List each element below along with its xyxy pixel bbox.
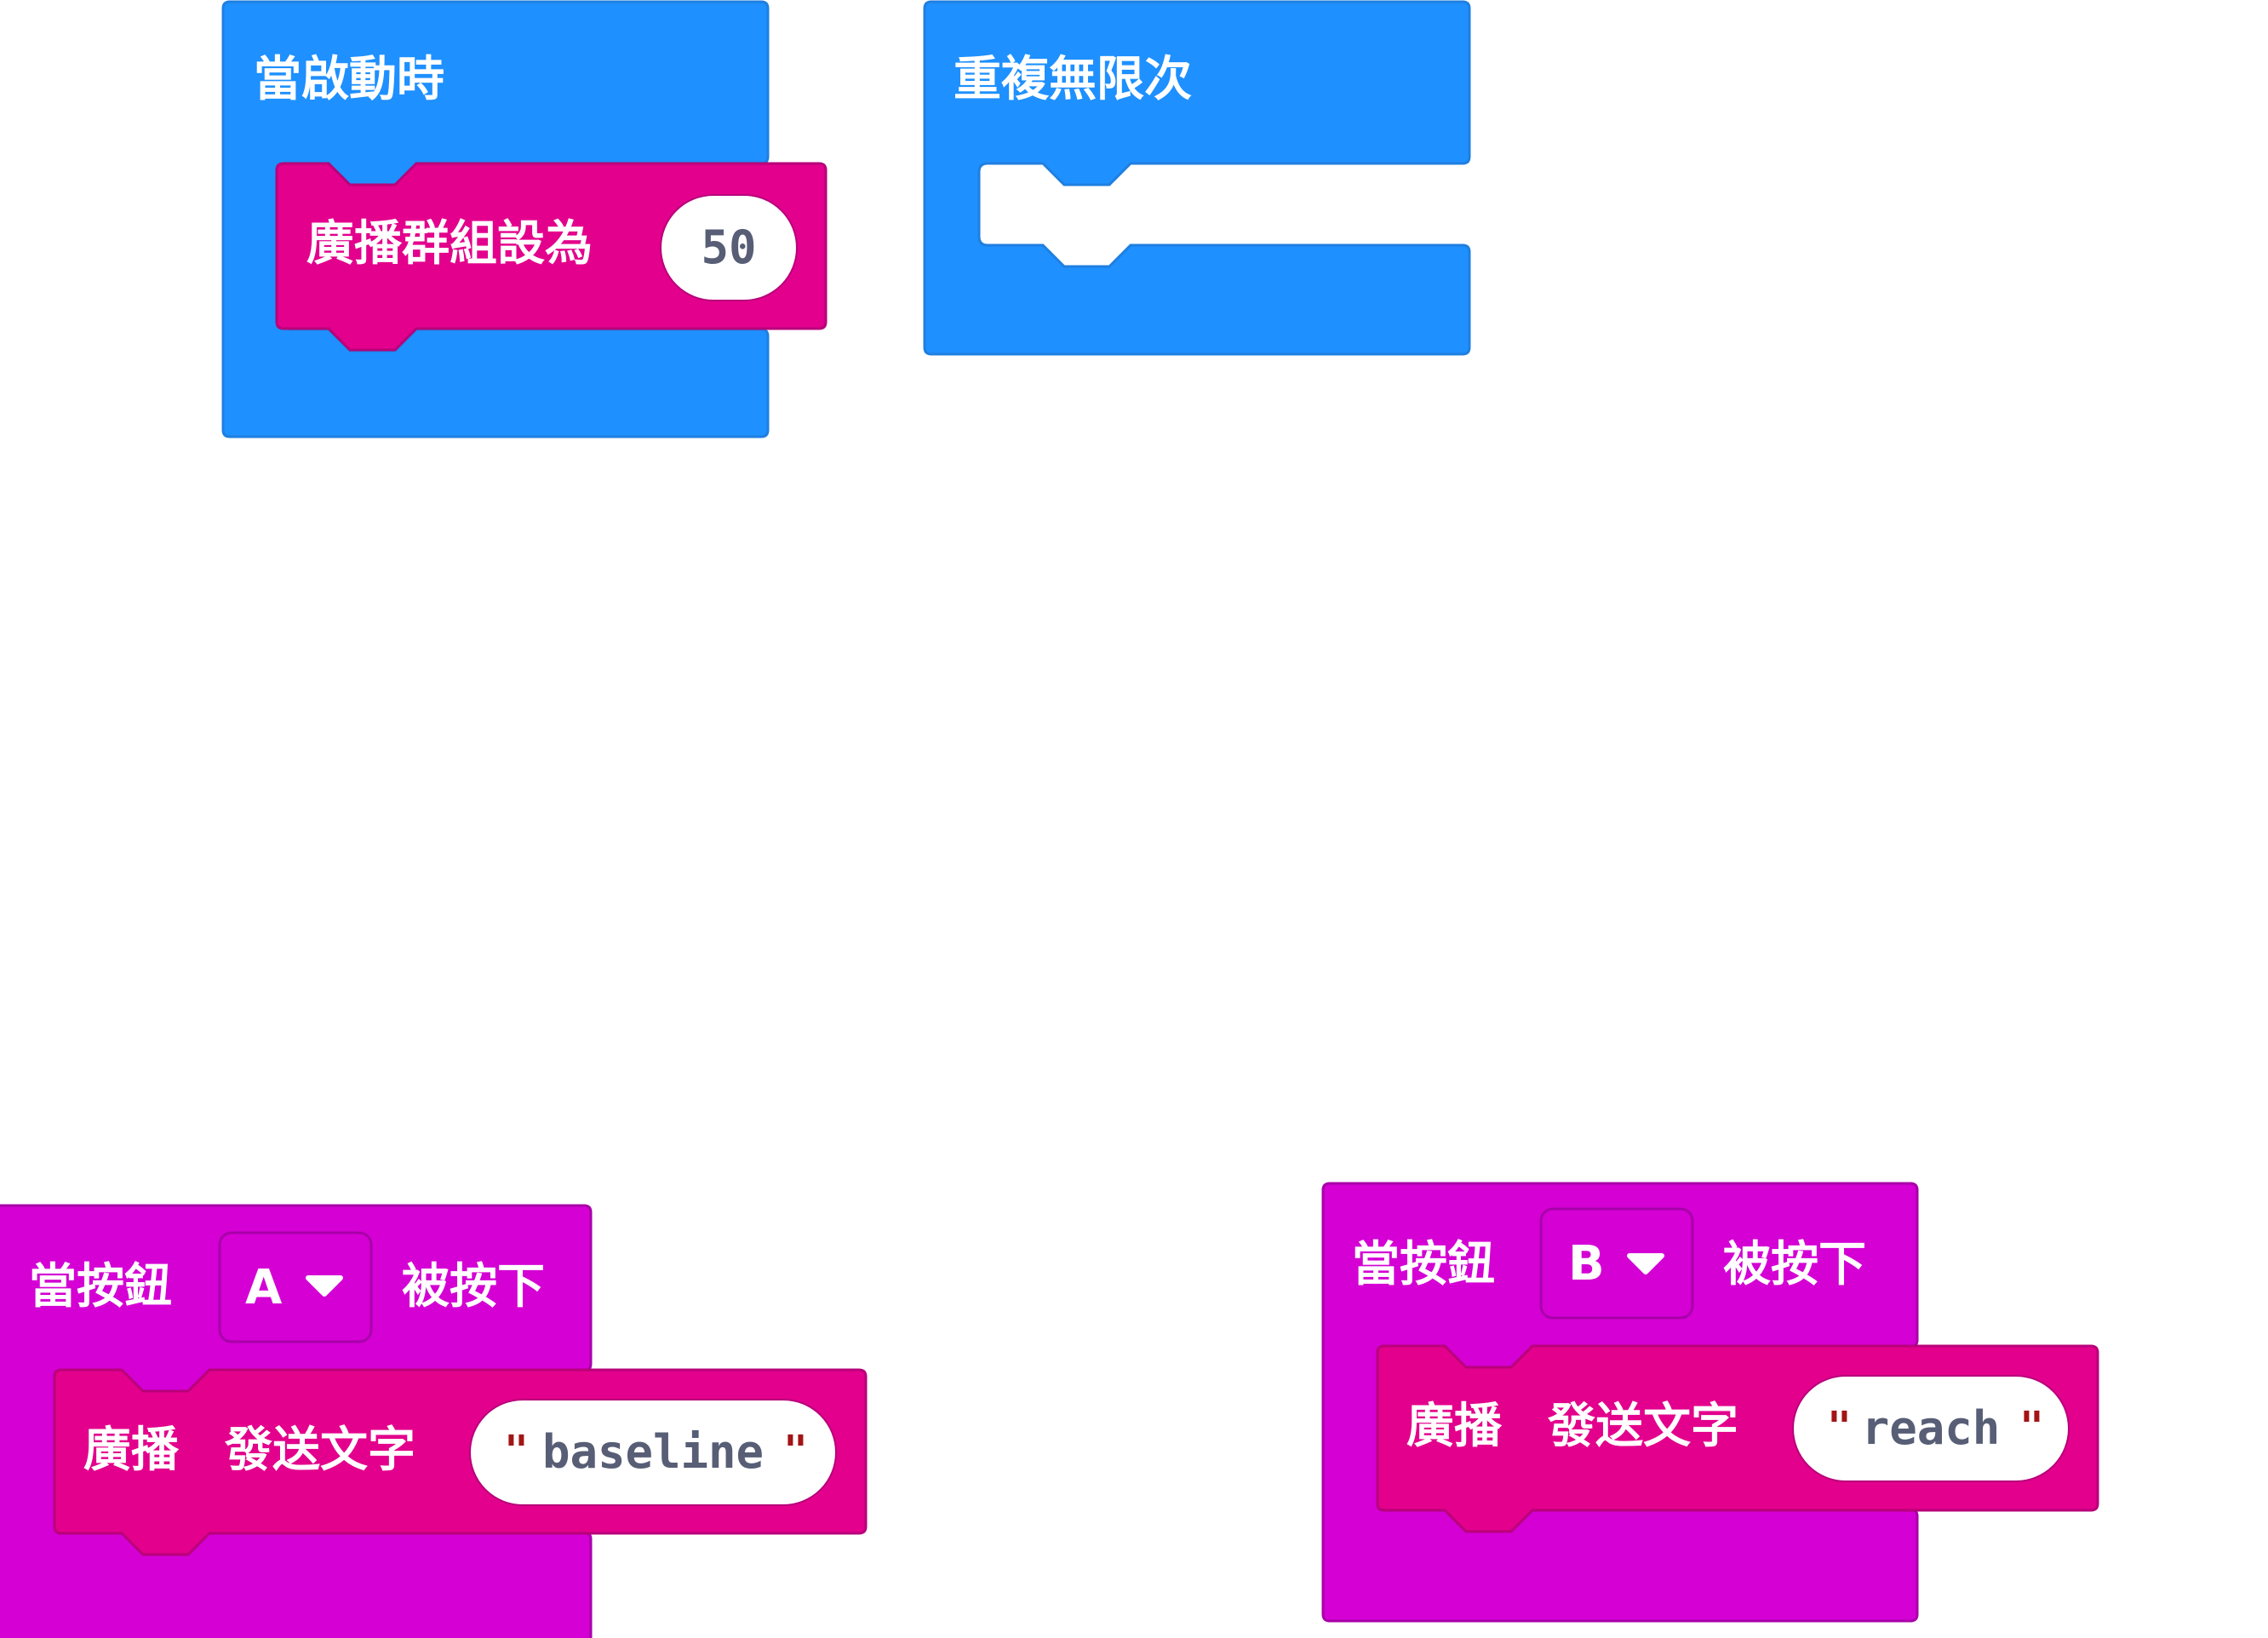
button-a-prefix-label: 當按鈕	[29, 1259, 172, 1314]
group-number-field[interactable]	[660, 194, 798, 301]
button-b-suffix-label: 被按下	[1723, 1237, 1866, 1292]
forever-block[interactable]: 重複無限次	[923, 0, 1471, 356]
radio-label: 廣播	[83, 1423, 180, 1478]
forever-block-shape[interactable]	[923, 0, 1471, 356]
forever-label: 重複無限次	[954, 52, 1192, 107]
button-a-dropdown[interactable]	[218, 1231, 373, 1343]
quote-open: "	[504, 1427, 529, 1475]
quote-open: "	[1827, 1403, 1852, 1451]
button-a-dropdown-value: A	[245, 1260, 283, 1315]
quote-close: "	[783, 1427, 808, 1475]
radio-set-group-label: 廣播群組設為	[306, 216, 593, 272]
string-field-baseline[interactable]	[469, 1399, 837, 1506]
radio-set-group-block[interactable]: 廣播群組設為 50	[275, 162, 828, 352]
button-b-dropdown-value: B	[1568, 1236, 1605, 1292]
send-string-label: 發送文字	[224, 1423, 415, 1478]
on-start-block[interactable]: 當啟動時	[221, 0, 770, 438]
chevron-down-icon	[306, 1275, 343, 1297]
on-start-label: 當啟動時	[254, 52, 444, 107]
quote-close: "	[2019, 1403, 2044, 1451]
button-b-prefix-label: 當按鈕	[1352, 1237, 1495, 1292]
chevron-down-icon	[1627, 1253, 1664, 1274]
button-b-dropdown[interactable]	[1539, 1207, 1694, 1320]
on-start-block-shape[interactable]	[221, 0, 770, 438]
send-string-label: 發送文字	[1547, 1399, 1738, 1454]
button-a-suffix-label: 被按下	[402, 1259, 545, 1314]
string-field-reach[interactable]	[1792, 1375, 2070, 1482]
group-number-value: 50	[701, 220, 756, 274]
radio-send-string-baseline-block[interactable]: 廣播 發送文字 " baseline "	[53, 1368, 868, 1556]
string-value-reach: reach	[1862, 1401, 2001, 1455]
string-value-baseline: baseline	[542, 1425, 764, 1479]
radio-send-string-reach-block[interactable]: 廣播 發送文字 " reach "	[1376, 1344, 2099, 1533]
radio-label: 廣播	[1406, 1399, 1503, 1454]
